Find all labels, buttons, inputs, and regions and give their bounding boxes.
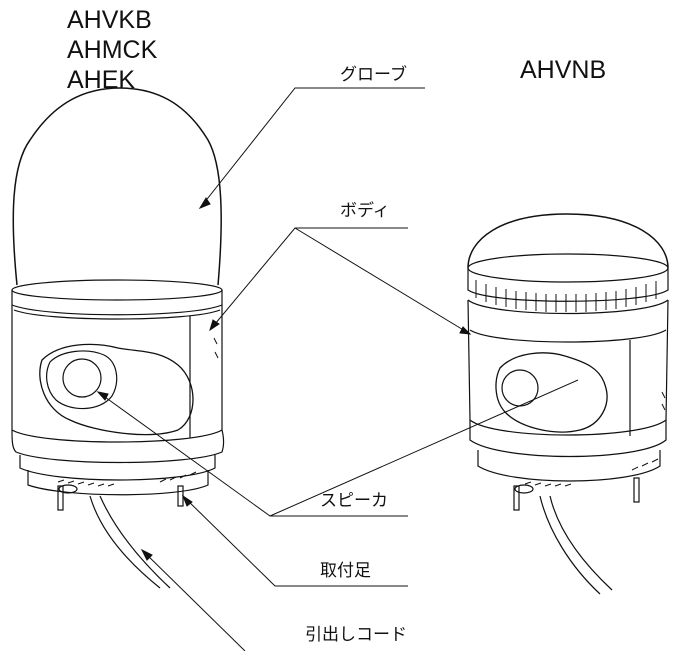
label-speaker: スピーカ [320,491,388,511]
right-mounting-feet [513,477,640,511]
left-body [11,305,223,443]
label-lead-cord: 引出しコード [305,625,407,645]
globe-arrow [198,197,211,210]
speaker-dome [467,213,669,269]
leader-lines [96,87,579,651]
model-label-right: AHVNB [520,56,607,84]
model-label-2: AHMCK [67,36,158,64]
rim-ribs [475,280,657,312]
label-mounting-foot: 取付足 [320,561,371,581]
right-body [467,299,669,436]
right-speaker-opening [495,352,608,433]
globe-dome [12,87,222,286]
right-signal-unit [467,213,669,595]
left-speaker-opening [39,343,194,436]
model-label-1: AHVKB [67,6,152,34]
left-vents [57,337,219,487]
label-body: ボディ [340,201,390,221]
left-signal-unit [11,87,225,589]
right-vents [524,391,666,487]
label-globe: グローブ [340,65,407,85]
left-lead-cord [89,495,171,589]
globe-base-ring [11,279,223,301]
left-mounting-feet [57,484,184,511]
model-label-3: AHEK [67,66,136,94]
right-lead-cord [539,495,613,595]
